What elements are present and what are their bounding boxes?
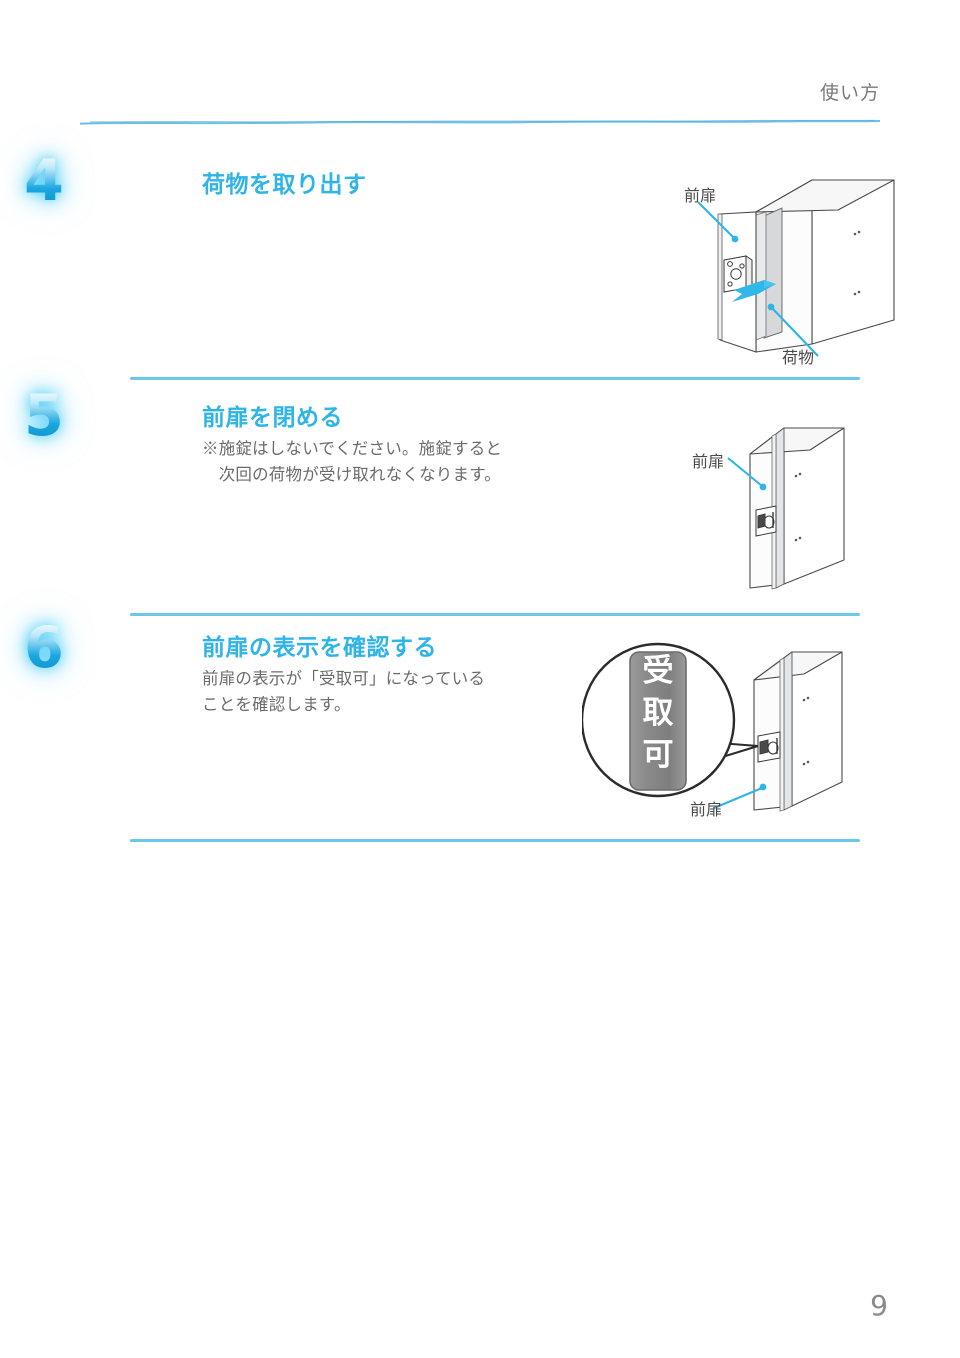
step-number-4: 4 (13, 153, 75, 210)
section-divider-2 (130, 613, 860, 616)
illustration-label-front-door-6: 前扉 (690, 802, 723, 819)
header-brush-rule (80, 119, 880, 125)
illustration-label-front-door-4: 前扉 (684, 188, 717, 205)
illustration-label-package: 荷物 (782, 350, 815, 367)
page-title: 使い方 (819, 83, 880, 104)
step-title-6: 前扉の表示を確認する (202, 634, 437, 660)
badge-char-1: 受 (642, 653, 674, 688)
illustration-label-front-door-5: 前扉 (692, 454, 725, 471)
page-number: 9 (870, 1289, 888, 1322)
badge-char-2: 取 (642, 694, 674, 730)
step-title-5: 前扉を閉める (202, 404, 343, 430)
step-number-6: 6 (13, 620, 75, 677)
step-number-5: 5 (13, 388, 75, 445)
step-title-4: 荷物を取り出す (202, 171, 367, 197)
extract-arrow-icon (732, 280, 776, 302)
illustration-closed-door (727, 427, 845, 590)
status-badge (629, 651, 687, 791)
section-divider-3 (130, 839, 860, 842)
illustration-indicator-magnifier (582, 642, 843, 812)
section-divider-1 (130, 377, 860, 380)
illustration-open-door-package (697, 179, 895, 357)
step-body-5: ※施錠はしないでください。施錠すると 次回の荷物が受け取れなくなります。 (202, 440, 503, 485)
badge-char-3: 可 (642, 736, 674, 772)
page-header: 使い方 (80, 78, 880, 128)
step-body-6: 前扉の表示が「受取可」になっている ことを確認します。 (202, 670, 486, 715)
status-badge-text: 受 取 可 (630, 650, 686, 776)
